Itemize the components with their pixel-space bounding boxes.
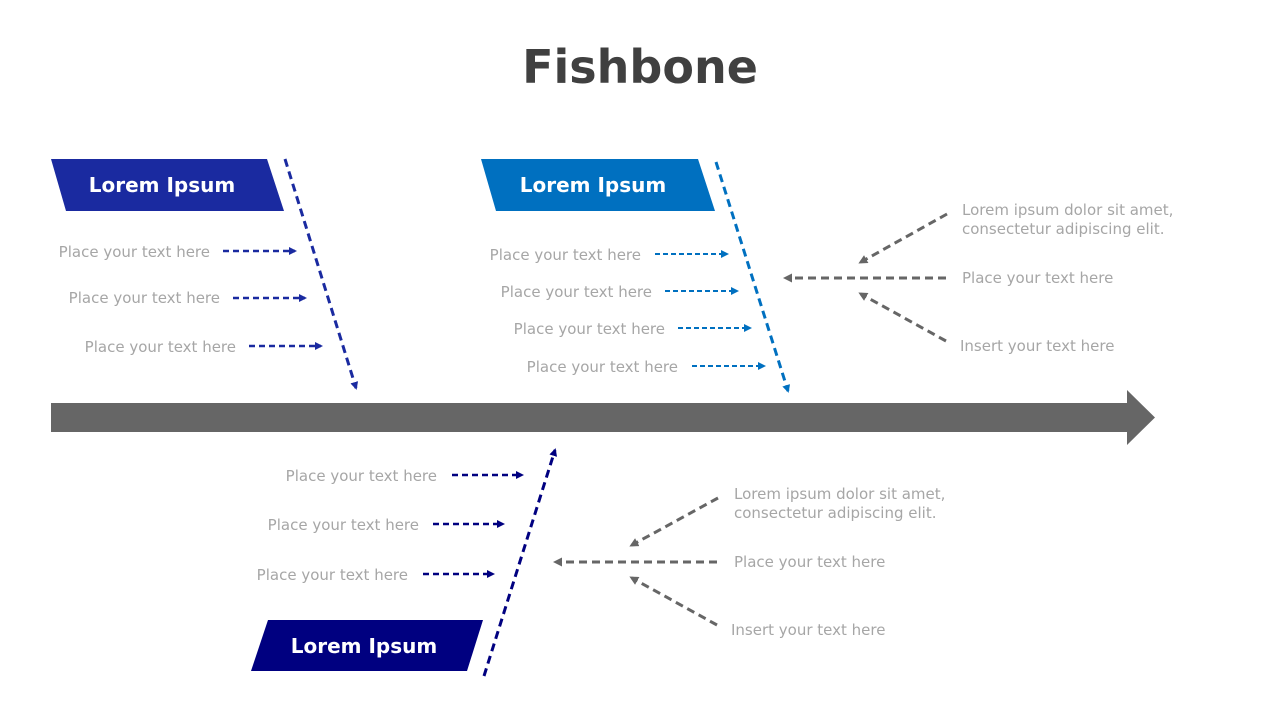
- bone-3-header: Lorem Ipsum: [291, 634, 437, 658]
- side-group-2-bottom: Insert your text here: [731, 621, 885, 639]
- bone-1: Lorem Ipsum Place your text here Place y…: [51, 158, 359, 390]
- bone-3-item: Place your text here: [268, 516, 419, 534]
- bone-3-item: Place your text here: [286, 467, 437, 485]
- bone-2-item: Place your text here: [527, 358, 678, 376]
- bone-2-header-shape: [481, 159, 715, 211]
- side-group-2-middle: Place your text here: [734, 553, 885, 571]
- bone-1-line: [283, 158, 359, 390]
- bone-1-header-shape: [51, 159, 284, 211]
- bone-1-item: Place your text here: [69, 289, 220, 307]
- bone-3-header-shape: [251, 620, 483, 671]
- bone-2-item: Place your text here: [514, 320, 665, 338]
- side-group-1: Lorem ipsum dolor sit amet, consectetur …: [783, 201, 1173, 355]
- bone-3-item: Place your text here: [257, 566, 408, 584]
- side-group-1-arrow-top: [858, 212, 948, 264]
- bone-2-header: Lorem Ipsum: [520, 173, 666, 197]
- side-group-1-middle: Place your text here: [962, 269, 1113, 287]
- side-group-1-text: consectetur adipiscing elit.: [962, 220, 1164, 238]
- side-group-2-text: Lorem ipsum dolor sit amet,: [734, 485, 945, 503]
- bone-2-line: [714, 161, 791, 393]
- page-title: Fishbone: [522, 40, 758, 94]
- side-group-1-text: Lorem ipsum dolor sit amet,: [962, 201, 1173, 219]
- spine-arrow: [51, 390, 1155, 445]
- side-group-2-arrow-top: [629, 496, 719, 547]
- bone-1-item: Place your text here: [59, 243, 210, 261]
- bone-3-line: [482, 448, 558, 677]
- side-group-2-text: consectetur adipiscing elit.: [734, 504, 936, 522]
- bone-2-item: Place your text here: [490, 246, 641, 264]
- bone-1-header: Lorem Ipsum: [89, 173, 235, 197]
- bone-2-item: Place your text here: [501, 283, 652, 301]
- bone-3: Lorem Ipsum Place your text here Place y…: [251, 448, 558, 677]
- side-group-1-bottom: Insert your text here: [960, 337, 1114, 355]
- side-group-2: Lorem ipsum dolor sit amet, consectetur …: [553, 485, 945, 639]
- side-group-2-arrow-bottom: [629, 576, 718, 627]
- side-group-1-arrow-bottom: [858, 292, 947, 343]
- bone-1-item: Place your text here: [85, 338, 236, 356]
- bone-2: Lorem Ipsum Place your text here Place y…: [481, 159, 791, 393]
